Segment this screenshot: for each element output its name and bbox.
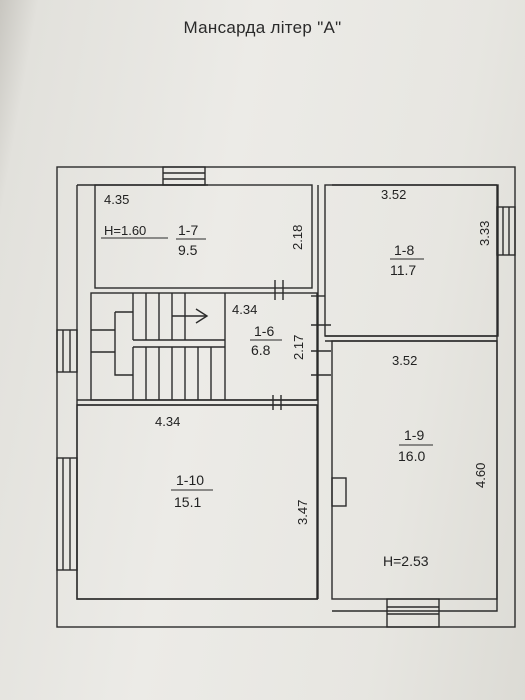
staircase [91,293,226,400]
plan-title: Мансарда літер "А" [183,18,342,37]
room-1-6-depth: 2.17 [291,335,306,360]
room-1-10-depth: 3.47 [295,500,310,525]
room-1-7-width: 4.35 [104,192,129,207]
room-1-9-id: 1-9 [404,427,424,443]
room-1-9-area: 16.0 [398,448,425,464]
window-top-left [162,166,206,186]
room-1-6-area: 6.8 [251,342,271,358]
room-1-8-depth: 3.33 [477,221,492,246]
room-1-8-width: 3.52 [381,187,406,202]
room-1-7-height: H=1.60 [104,223,146,238]
room-1-10-id: 1-10 [176,472,204,488]
room-1-8-id: 1-8 [394,242,414,258]
window-right-upper [496,206,516,256]
room-1-7-depth: 2.18 [290,225,305,250]
room-1-9-depth: 4.60 [473,463,488,488]
room-1-8-outline [324,184,499,337]
outer-wall-outline [56,166,516,628]
window-bottom [386,598,440,628]
room-1-7-id: 1-7 [178,222,198,238]
room-1-9-height: H=2.53 [383,553,429,569]
chimney [331,477,347,507]
window-left-middle [56,329,78,373]
room-1-10-width: 4.34 [155,414,180,429]
room-1-6-id: 1-6 [254,323,274,339]
window-left-lower [56,457,78,571]
room-1-8-area: 11.7 [390,262,416,278]
room-1-9-width: 3.52 [392,353,417,368]
room-1-6-width: 4.34 [232,302,257,317]
room-1-10-area: 15.1 [174,494,201,510]
room-1-7-area: 9.5 [178,242,198,258]
